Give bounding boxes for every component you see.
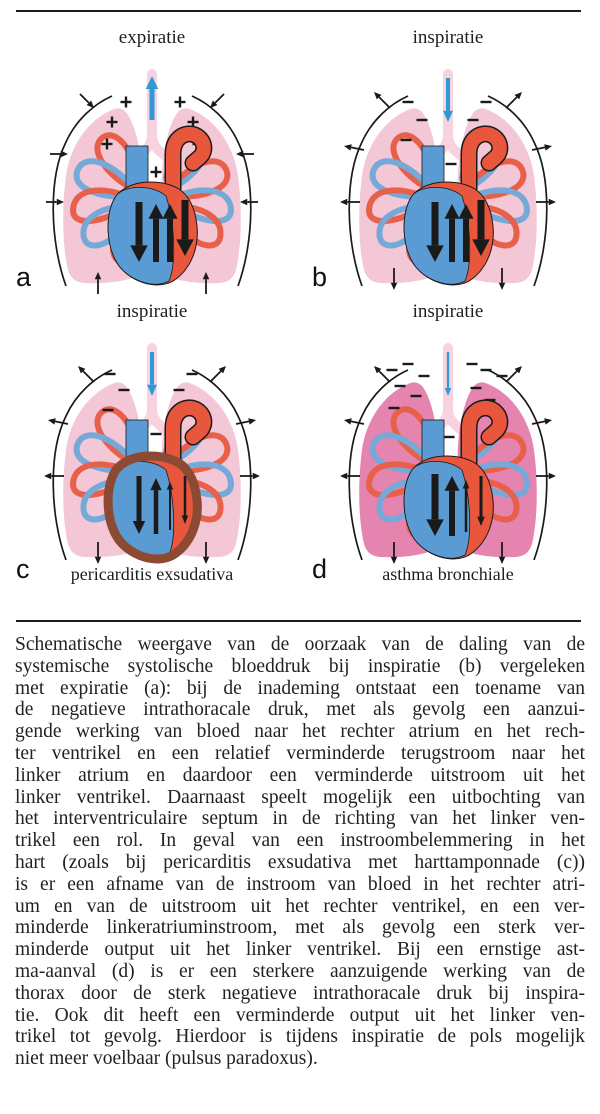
caption-line: trikel tot gevolg. Hierdoor is tijdens i… — [15, 1026, 585, 1048]
figure-grid: expiratie a inspiratie b inspiratie c pe… — [14, 26, 586, 585]
caption-line: niet meer voelbaar (pulsus paradoxus). — [15, 1048, 318, 1070]
breath-label-b: inspiratie — [412, 27, 484, 48]
panel-d: inspiratie d asthma bronchiale — [310, 300, 586, 585]
panel-b: inspiratie b — [310, 26, 586, 300]
caption-line: thorax door de sterk negatieve intrathor… — [15, 982, 585, 1004]
thorax-diagram-c — [44, 343, 260, 564]
breath-label-a: expiratie — [118, 27, 186, 48]
caption-line: linker atrium en daardoor een verminderd… — [15, 764, 585, 786]
caption-line: is er een afname van de instroom van blo… — [15, 873, 585, 895]
caption-divider — [16, 620, 581, 622]
thorax-diagram-a — [46, 69, 258, 294]
caption-line: trikel een rol. In geval van een instroo… — [15, 830, 585, 852]
caption-line: ma-aanval (d) is er een sterkere aanzuig… — [15, 960, 585, 982]
caption-line: het interventriculaire septum in de rich… — [15, 808, 585, 830]
thorax-art-wrap-d: d — [310, 324, 586, 583]
panel-a: expiratie a — [14, 26, 290, 300]
figure-caption: Schematische weergave van de oorzaak van… — [15, 634, 585, 1070]
panel-letter-a: a — [16, 262, 32, 292]
top-divider — [16, 10, 581, 12]
thorax-art-wrap-c: c — [14, 324, 290, 583]
caption-line: um en van de uitstroom uit het rechter v… — [15, 895, 585, 917]
breath-label-d: inspiratie — [412, 301, 484, 322]
thorax-art-wrap-b: b — [310, 50, 586, 300]
caption-line: minderde linkeratriuminstroom, met als g… — [15, 917, 585, 939]
caption-line: de negatieve intrathoracale druk, met al… — [15, 699, 585, 721]
caption-line: systemische systolische bloeddruk bij in… — [15, 655, 585, 677]
panel-letter-d: d — [312, 554, 328, 584]
breath-label-c: inspiratie — [116, 301, 188, 322]
caption-line: Schematische weergave van de oorzaak van… — [15, 634, 585, 655]
caption-line: met expiratie (a): bij de inademing onts… — [15, 677, 585, 699]
panel-c: inspiratie c pericarditis exsudativa — [14, 300, 290, 585]
caption-line: gende werking van bloed naar het rechter… — [15, 721, 585, 743]
panel-subcaption-d: asthma bronchiale — [382, 564, 514, 584]
caption-line: linker ventrikel. Daarnaast speelt mogel… — [15, 786, 585, 808]
thorax-diagram-b — [340, 69, 556, 290]
caption-line: ter ventrikel en een relatief verminderd… — [15, 742, 585, 764]
thorax-diagram-d — [340, 343, 556, 564]
caption-line: minderde output uit het linker ventrikel… — [15, 939, 585, 961]
caption-line: tie. Ook dit heeft een verminderde outpu… — [15, 1004, 585, 1026]
panel-subcaption-c: pericarditis exsudativa — [70, 564, 234, 584]
panel-letter-b: b — [312, 262, 328, 292]
caption-line: hart (zoals bij pericarditis exsudativa … — [15, 851, 585, 873]
thorax-art-wrap-a: a — [14, 50, 290, 300]
panel-letter-c: c — [16, 554, 30, 584]
